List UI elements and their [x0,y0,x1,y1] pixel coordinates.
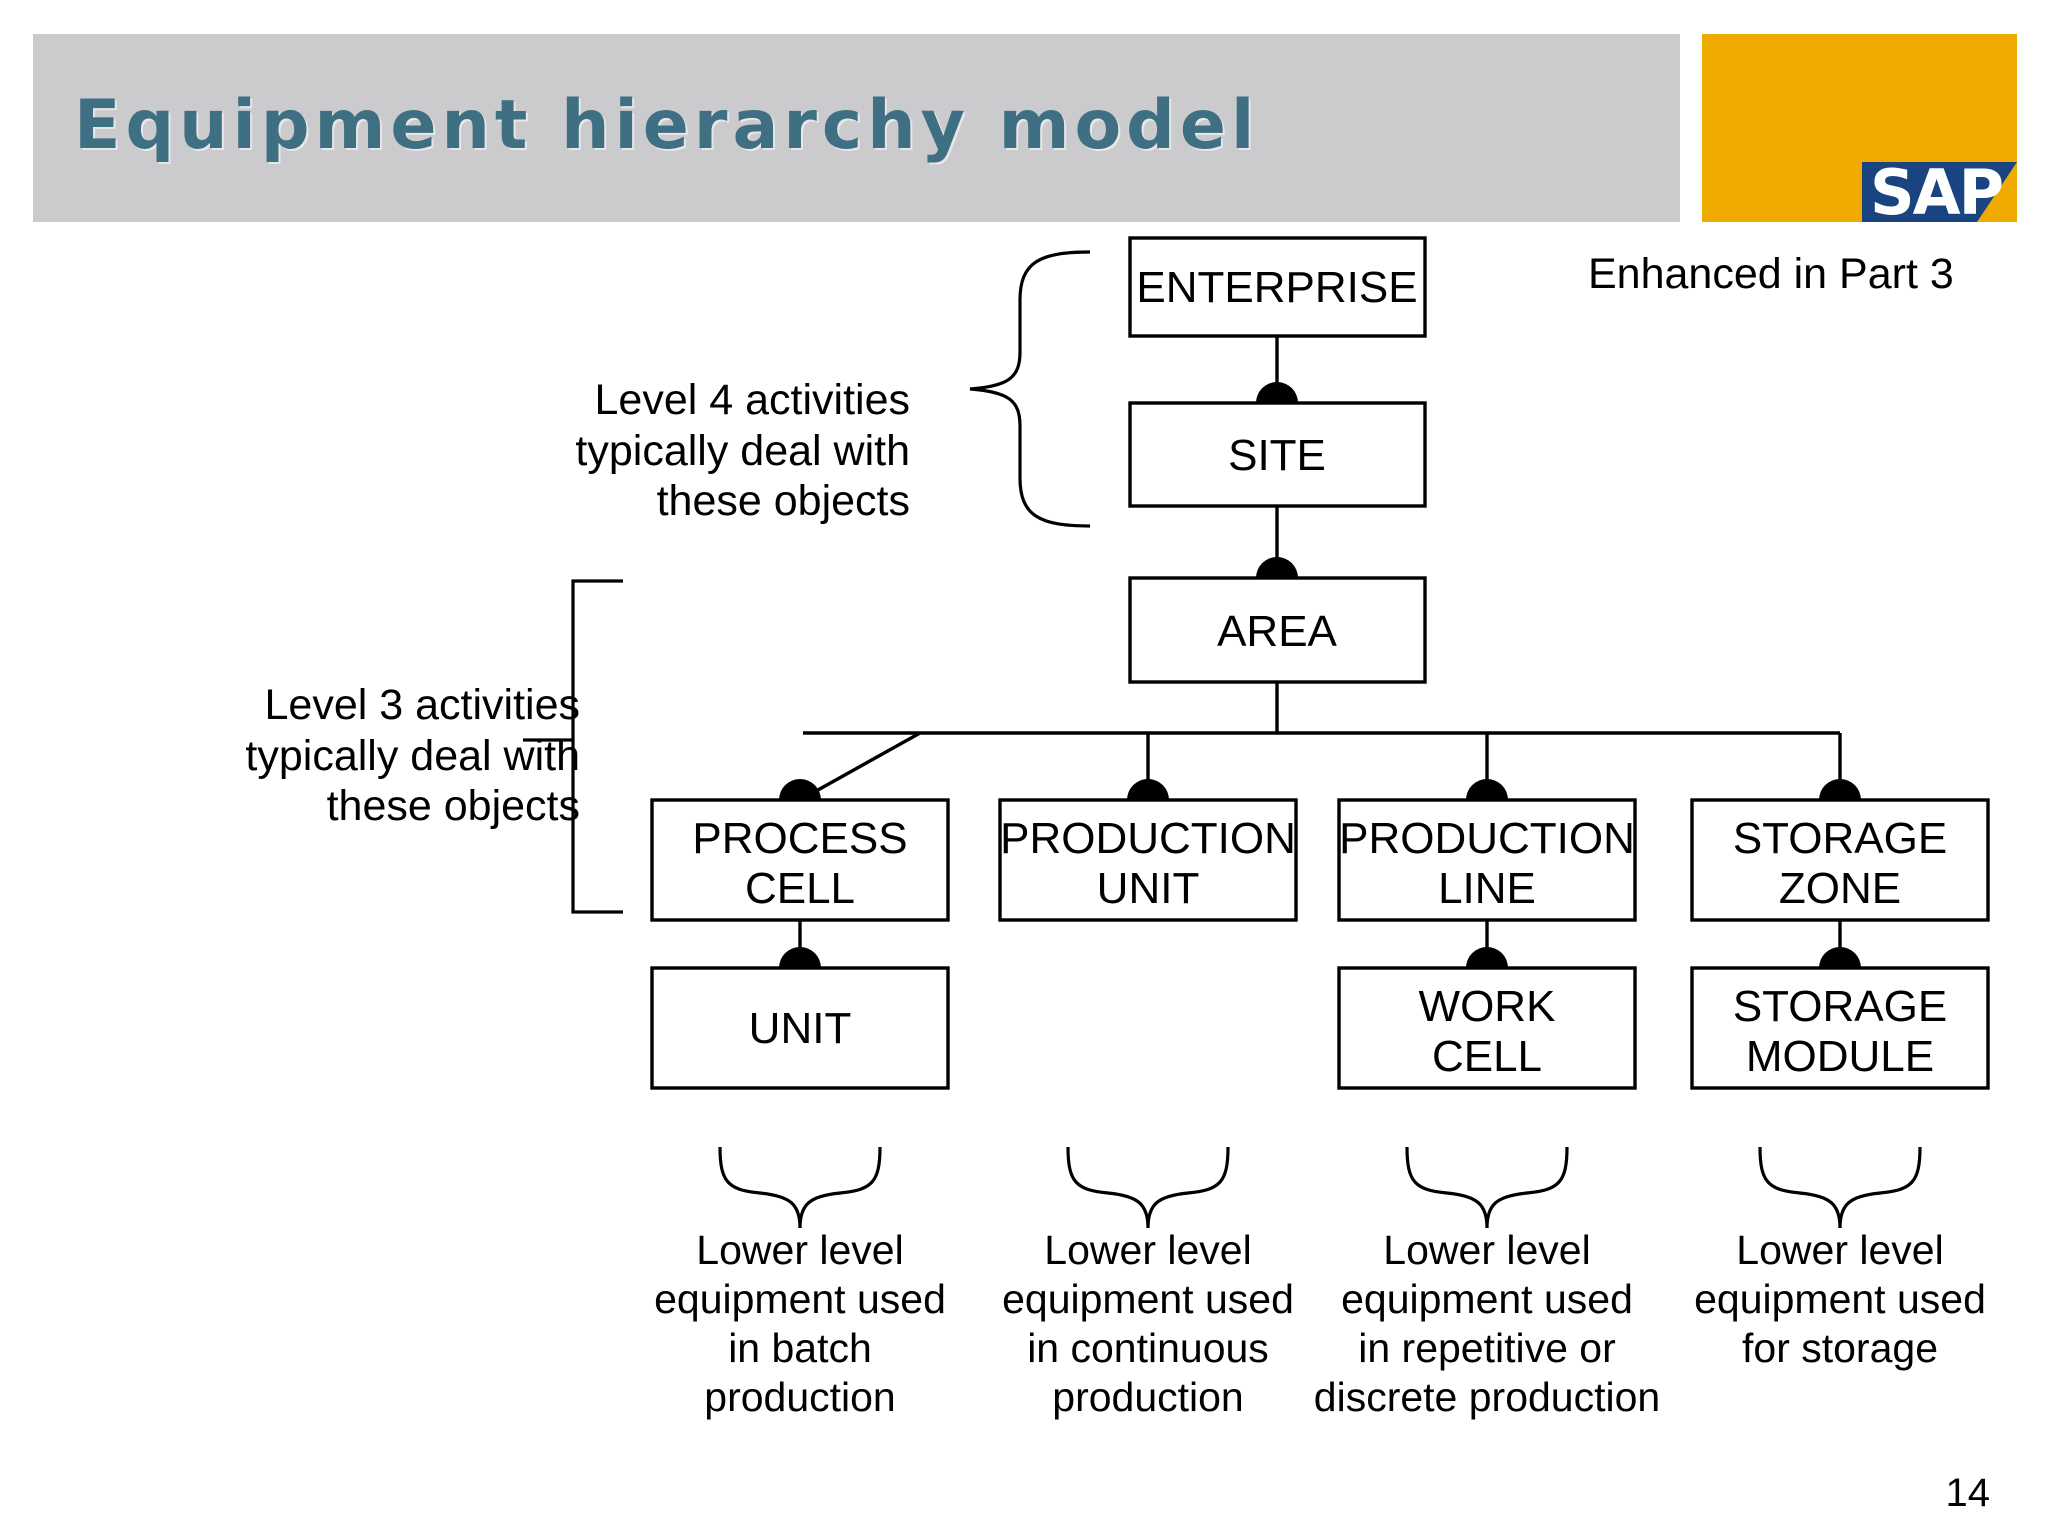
node-production-line[interactable]: PRODUCTION LINE [1337,798,1637,922]
node-work-cell-label-2: CELL [1432,1032,1542,1081]
page-number: 14 [1945,1471,1991,1515]
composition-dot-area [1256,557,1298,578]
node-enterprise[interactable]: ENTERPRISE [1128,236,1427,338]
caption-batch-line-2: equipment used [654,1276,946,1322]
node-process-cell-label-2: CELL [745,864,855,913]
composition-dot-production-unit [1127,779,1169,800]
composition-dot-storage-zone [1819,779,1861,800]
node-process-cell-label-1: PROCESS [692,814,907,863]
node-storage-zone-label-2: ZONE [1779,864,1901,913]
level-4-line-3: these objects [656,477,910,526]
caption-storage-line-3: for storage [1742,1325,1938,1371]
title-band [33,34,1680,222]
level-4-line-2: typically deal with [575,426,910,475]
composition-dot-unit [779,947,821,968]
caption-discrete-line-2: equipment used [1341,1276,1633,1322]
caption-group-discrete: Lower level equipment used in repetitive… [1314,1146,1660,1420]
node-process-cell[interactable]: PROCESS CELL [650,798,950,922]
node-site[interactable]: SITE [1128,401,1427,508]
caption-brace-batch [718,1146,882,1229]
sap-logo: SAP [1702,34,2017,222]
level-4-annotation: Level 4 activities typically deal with t… [480,375,910,527]
caption-continuous-line-2: equipment used [1002,1276,1294,1322]
node-storage-zone-label-1: STORAGE [1733,814,1947,863]
connector-layer [798,336,1842,968]
composition-dot-process-cell [779,779,821,800]
caption-batch-line-3: in batch [728,1325,872,1371]
level-4-brace [969,250,1091,528]
node-storage-module-label-1: STORAGE [1733,982,1947,1031]
caption-continuous-line-3: in continuous [1027,1325,1269,1371]
caption-group-storage: Lower level equipment used for storage [1694,1146,1986,1371]
level-4-line-1: Level 4 activities [594,376,911,424]
node-production-unit-label-2: UNIT [1097,864,1200,913]
caption-storage-line-2: equipment used [1694,1276,1986,1322]
caption-discrete-line-1: Lower level [1383,1227,1590,1273]
node-storage-zone[interactable]: STORAGE ZONE [1690,798,1990,922]
node-production-unit[interactable]: PRODUCTION UNIT [998,798,1298,922]
level-3-bracket [523,579,623,914]
level-3-line-3: these objects [326,782,580,831]
level-3-line-1: Level 3 activities [264,681,581,729]
node-area[interactable]: AREA [1128,576,1427,684]
caption-discrete-line-3: in repetitive or [1358,1325,1616,1371]
caption-brace-storage [1758,1146,1922,1229]
node-unit-label: UNIT [749,1004,852,1053]
node-work-cell-label-1: WORK [1419,982,1556,1031]
caption-brace-discrete [1405,1146,1569,1229]
edge-area-process-cell [799,731,921,802]
caption-storage-line-1: Lower level [1736,1227,1943,1273]
page-title: Equipment hierarchy model [74,85,1260,165]
node-site-label: SITE [1228,431,1326,480]
node-unit[interactable]: UNIT [650,966,950,1090]
caption-brace-continuous [1066,1146,1230,1229]
composition-dot-storage-module [1819,947,1861,968]
sap-logo-wordmark: SAP [1870,156,2002,222]
node-production-line-label-1: PRODUCTION [1339,814,1635,863]
node-storage-module[interactable]: STORAGE MODULE [1690,966,1990,1090]
node-area-label: AREA [1217,607,1337,656]
level-3-annotation: Level 3 activities typically deal with t… [140,680,580,832]
caption-batch-line-1: Lower level [696,1227,903,1273]
sap-logo-blue-shape [1862,162,2017,222]
composition-dot-site [1256,382,1298,403]
caption-group-continuous: Lower level equipment used in continuous… [1002,1146,1294,1420]
caption-batch-line-4: production [704,1374,895,1420]
node-production-unit-label-1: PRODUCTION [1000,814,1296,863]
node-enterprise-label: ENTERPRISE [1136,263,1417,312]
caption-continuous-line-4: production [1052,1374,1243,1420]
composition-dot-production-line [1466,779,1508,800]
caption-discrete-line-4: discrete production [1314,1374,1660,1420]
caption-group-batch: Lower level equipment used in batch prod… [654,1146,946,1420]
composition-dot-work-cell [1466,947,1508,968]
composition-markers [779,382,1861,968]
node-storage-module-label-2: MODULE [1746,1032,1934,1081]
enhanced-note: Enhanced in Part 3 [1588,250,1954,298]
node-production-line-label-2: LINE [1438,864,1536,913]
caption-continuous-line-1: Lower level [1044,1227,1251,1273]
node-work-cell[interactable]: WORK CELL [1337,966,1637,1090]
